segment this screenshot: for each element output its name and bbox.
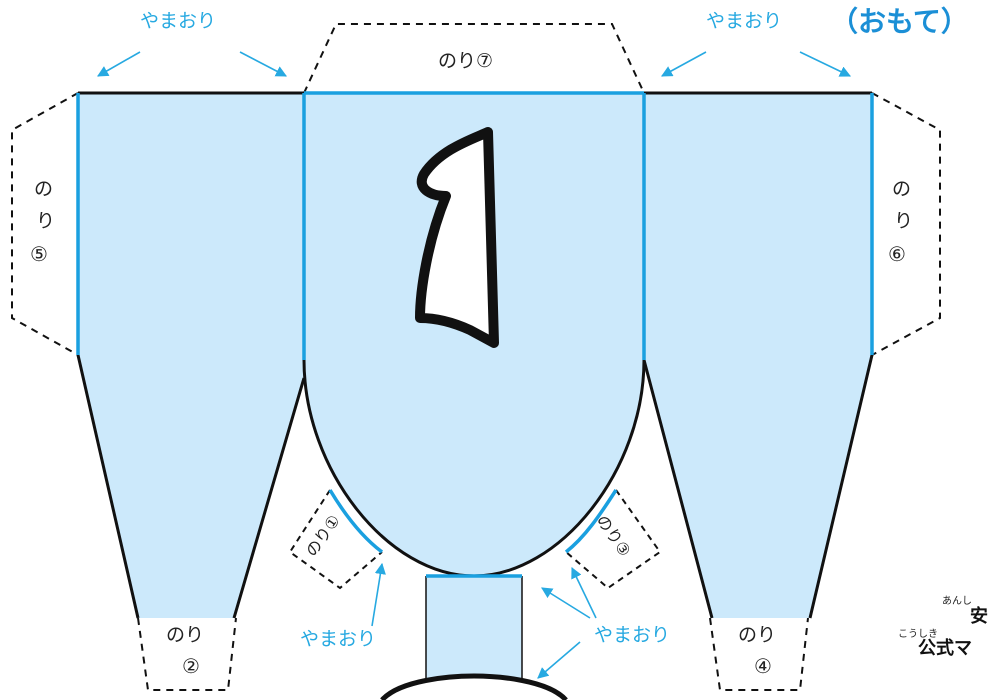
glue-tab-4 xyxy=(709,617,809,691)
fold-lines xyxy=(76,91,874,578)
footer-ruby-1: あんし xyxy=(942,596,972,607)
side-label: （おもて） xyxy=(830,5,969,38)
footer-ruby-2: こうしき xyxy=(898,629,938,640)
glue-label-4-top: のり xyxy=(738,624,777,646)
glue-tab-2 xyxy=(137,617,237,691)
glue-label-2-num: ② xyxy=(182,654,200,678)
fold-label-bottom-left: やまおり xyxy=(300,628,377,650)
left-panel xyxy=(78,93,304,618)
right-panel xyxy=(644,93,872,618)
right-panel-cut xyxy=(642,354,874,619)
glue-label-4-num: ④ xyxy=(754,654,772,678)
fold-arrows xyxy=(97,51,852,679)
glue-tab-7 xyxy=(303,23,645,94)
glue-label-6-mid: り xyxy=(894,210,914,232)
glue-label-5-num: ⑤ xyxy=(30,242,48,266)
glue-tab-1 xyxy=(288,489,383,590)
number-1-figure xyxy=(415,127,499,348)
left-panel-cut xyxy=(76,354,306,619)
glue-label-2-top: のり xyxy=(166,624,205,646)
glue-tab-3 xyxy=(565,489,662,590)
glue-label-5-top: の xyxy=(34,178,54,200)
next-piece-top xyxy=(380,673,568,700)
glue-label-7: のり⑦ xyxy=(438,50,494,72)
glue-label-6-top: の xyxy=(892,178,912,200)
footer-main-2: 公式マ xyxy=(918,638,972,659)
fold-label-top-left: やまおり xyxy=(140,10,217,32)
fold-label-bottom-right: やまおり xyxy=(594,624,671,646)
glue-label-6-num: ⑥ xyxy=(888,242,906,266)
glue-label-5-mid: り xyxy=(36,210,56,232)
glue-tab-6 xyxy=(871,92,941,356)
footer-main-1: 安 xyxy=(970,606,988,627)
glue-tab-5 xyxy=(11,92,79,356)
fold-label-top-right: やまおり xyxy=(706,10,783,32)
